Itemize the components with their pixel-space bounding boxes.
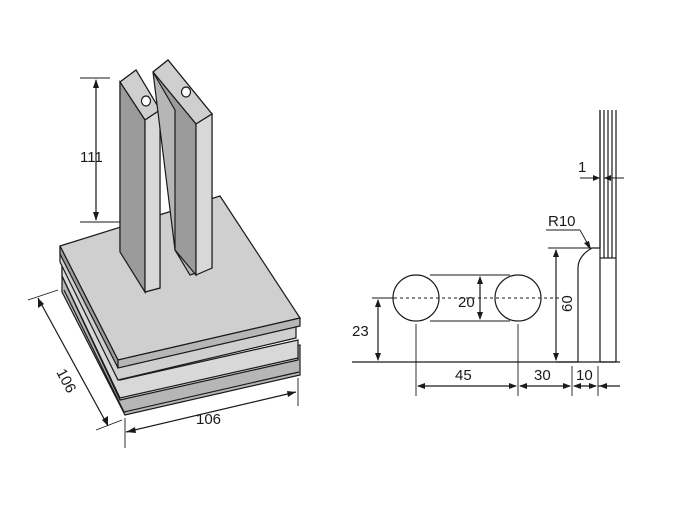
bracket-profile <box>556 110 601 363</box>
dimension-height-60: 60 <box>548 247 592 361</box>
dimension-label-106-depth: 106 <box>52 366 79 396</box>
dimension-label-20: 20 <box>458 294 475 311</box>
hole-right <box>180 86 192 98</box>
dimension-label-45: 45 <box>455 367 472 384</box>
dimension-label-30: 30 <box>534 367 551 384</box>
dimension-thickness-1: 1 <box>578 159 624 181</box>
dimension-label-1: 1 <box>578 159 586 176</box>
dimension-hole-spacing-20: 20 <box>430 274 510 322</box>
dimension-width-106: 106 <box>124 378 299 448</box>
dimension-hole-height-23: 23 <box>352 297 396 361</box>
dimension-height-111: 111 <box>80 77 120 223</box>
vertical-plate-stack <box>599 110 617 363</box>
profile-view: 20 23 60 R10 <box>352 110 624 396</box>
vertical-tab-left <box>119 69 161 295</box>
vertical-tab-right <box>152 59 213 277</box>
dimension-label-23: 23 <box>352 323 369 340</box>
dimension-label-60: 60 <box>559 295 576 312</box>
dimension-label-106-width: 106 <box>196 411 221 428</box>
hole-left <box>140 95 152 107</box>
dimension-radius-r10: R10 <box>546 213 591 250</box>
dimension-label-r10: R10 <box>548 213 576 230</box>
dimension-bottom-chain: 45 30 10 <box>415 324 620 396</box>
dimension-label-10: 10 <box>576 367 593 384</box>
dimension-label-111: 111 <box>80 149 103 166</box>
isometric-view: 111 106 106 <box>27 59 301 448</box>
